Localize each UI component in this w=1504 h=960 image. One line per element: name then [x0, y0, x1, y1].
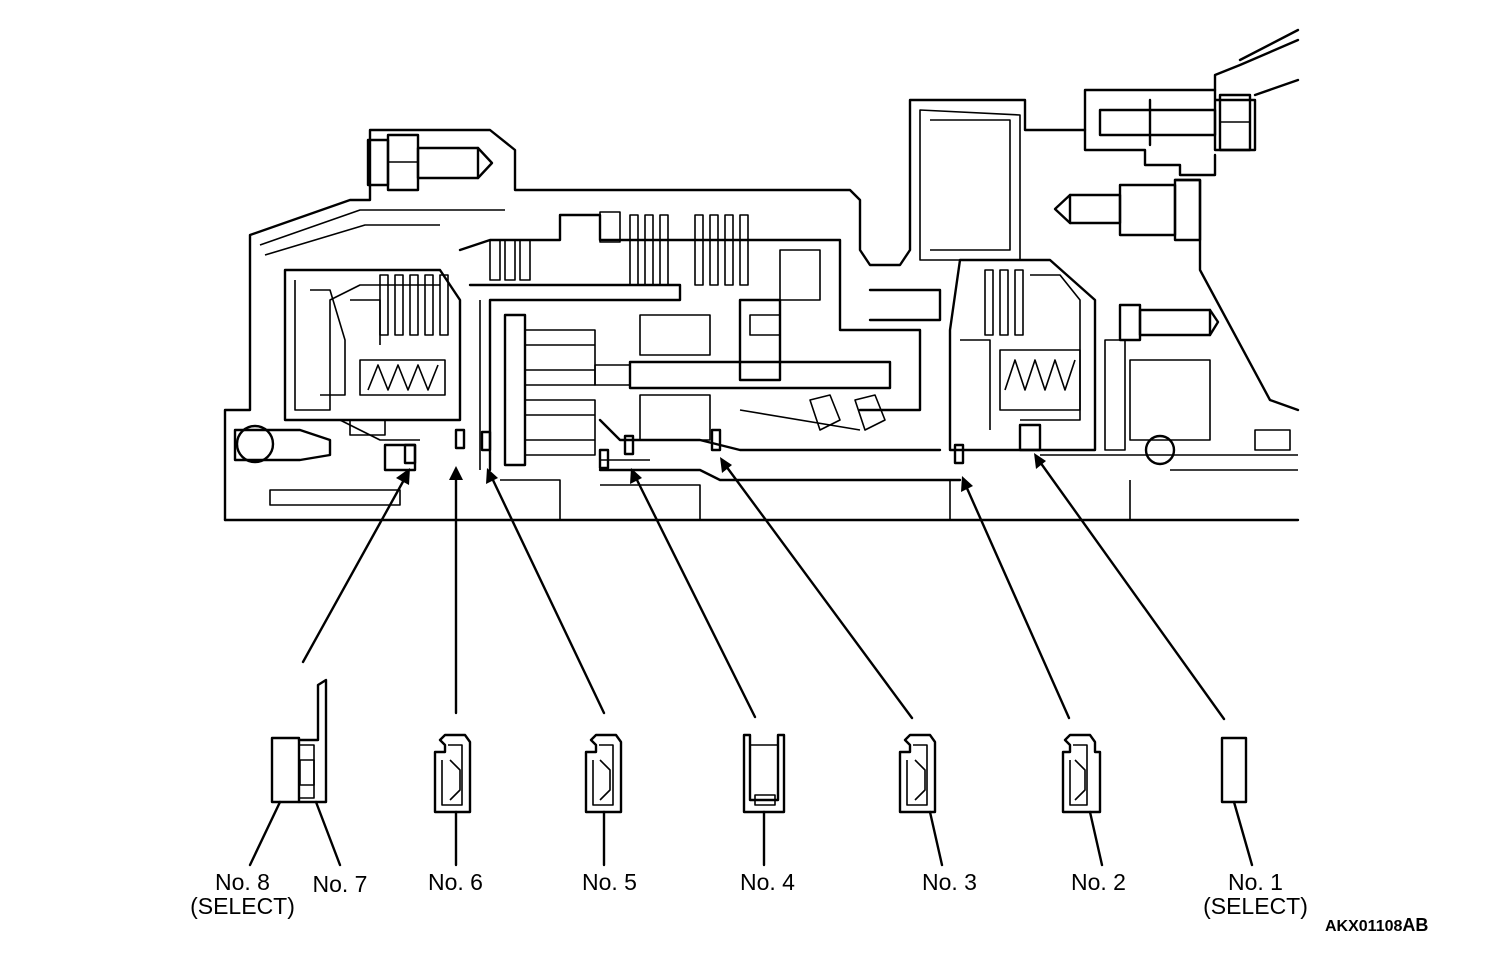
part-no6-detail: [433, 733, 472, 867]
upper-right-bolt: [1218, 93, 1252, 152]
part-no2-detail: [1061, 733, 1104, 867]
leader-arrow-no8: [301, 468, 410, 664]
part-no4-detail: [742, 733, 786, 867]
part-no8-no7-detail: [248, 678, 342, 867]
section-seal-marks: [403, 428, 965, 470]
leader-arrow-no6: [449, 466, 463, 715]
figure-code: AKX01108AB: [1325, 915, 1428, 936]
leader-lines: [301, 453, 1226, 721]
part-no1-detail: [1220, 736, 1254, 867]
leader-arrow-no1: [1034, 453, 1226, 721]
leader-arrow-no2: [961, 476, 1071, 720]
leader-arrow-no5: [486, 468, 606, 715]
label-no2: No. 2: [1071, 869, 1126, 895]
label-no6: No. 6: [428, 869, 483, 895]
part-no5-detail: [584, 733, 623, 867]
right-bolt: [1053, 178, 1202, 242]
lower-right-bolt: [1118, 303, 1220, 342]
label-no4: No. 4: [740, 869, 795, 895]
figure-code-suffix: AB: [1402, 915, 1429, 935]
left-clutch-pack: [233, 268, 462, 472]
label-no8-select: No. 8 (SELECT): [190, 869, 295, 919]
figure-code-main: AKX01108: [1325, 918, 1403, 935]
leader-arrow-no4: [630, 468, 757, 719]
label-no5: No. 5: [582, 869, 637, 895]
part-no3-detail: [898, 733, 944, 867]
label-no7: No. 7: [312, 871, 368, 897]
right-clutch-pack: [948, 258, 1291, 466]
leader-arrow-no3: [720, 457, 914, 720]
center-gear-assembly: [458, 211, 962, 482]
label-no1-select: No. 1 (SELECT): [1203, 869, 1308, 919]
left-bolt: [366, 133, 494, 192]
label-no3: No. 3: [922, 869, 977, 895]
